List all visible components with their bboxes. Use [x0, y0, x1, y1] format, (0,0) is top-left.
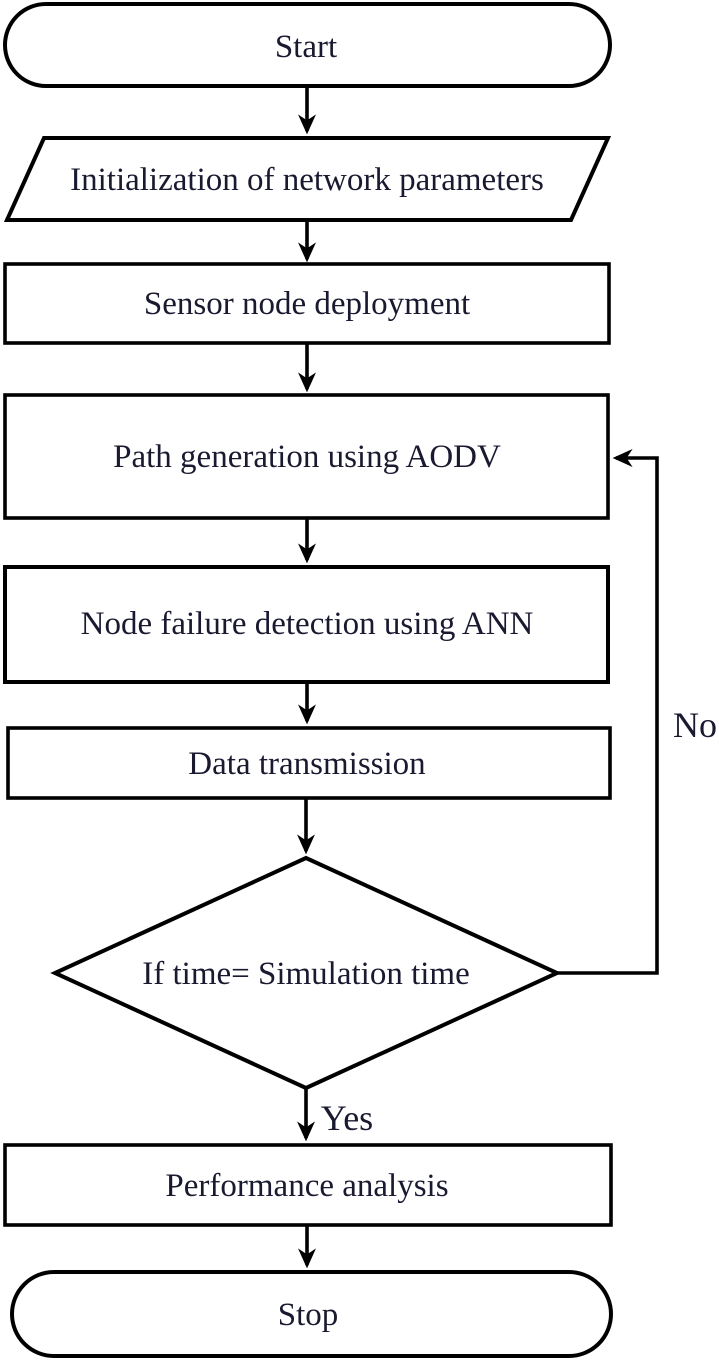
sensor-deployment-label: Sensor node deployment — [144, 286, 470, 322]
node-sensor-deployment: Sensor node deployment — [3, 262, 611, 345]
decision-diamond-shape — [50, 855, 562, 1091]
path-generation-process-shape — [3, 393, 610, 520]
start-label: Start — [275, 29, 337, 65]
node-initialization: Initialization of network parameters — [3, 136, 612, 222]
edge-label-yes: Yes — [321, 1098, 373, 1138]
data-transmission-label: Data transmission — [188, 746, 425, 782]
performance-analysis-process-shape — [3, 1143, 613, 1227]
node-performance-analysis: Performance analysis — [3, 1143, 613, 1227]
stop-terminator-shape — [10, 1270, 613, 1358]
start-terminator-shape — [3, 2, 612, 88]
node-decision-simulation-time: If time= Simulation time — [50, 855, 562, 1091]
path-generation-label: Path generation using AODV — [113, 439, 501, 475]
node-path-generation: Path generation using AODV — [3, 393, 610, 520]
node-data-transmission: Data transmission — [6, 726, 612, 800]
stop-label: Stop — [278, 1297, 339, 1333]
edge-decision-pathgen-no — [557, 449, 659, 975]
initialization-parallelogram-shape — [3, 136, 612, 222]
node-start: Start — [3, 2, 612, 88]
edge-label-no: No — [673, 705, 717, 745]
failure-detection-label: Node failure detection using ANN — [81, 606, 534, 642]
node-stop: Stop — [10, 1270, 613, 1358]
data-transmission-process-shape — [6, 726, 612, 800]
sensor-deployment-process-shape — [3, 262, 611, 345]
initialization-label: Initialization of network parameters — [70, 162, 544, 198]
node-failure-detection: Node failure detection using ANN — [3, 565, 610, 684]
failure-detection-highlighted-shape — [3, 565, 610, 684]
performance-analysis-label: Performance analysis — [165, 1168, 448, 1204]
decision-label: If time= Simulation time — [142, 956, 470, 992]
